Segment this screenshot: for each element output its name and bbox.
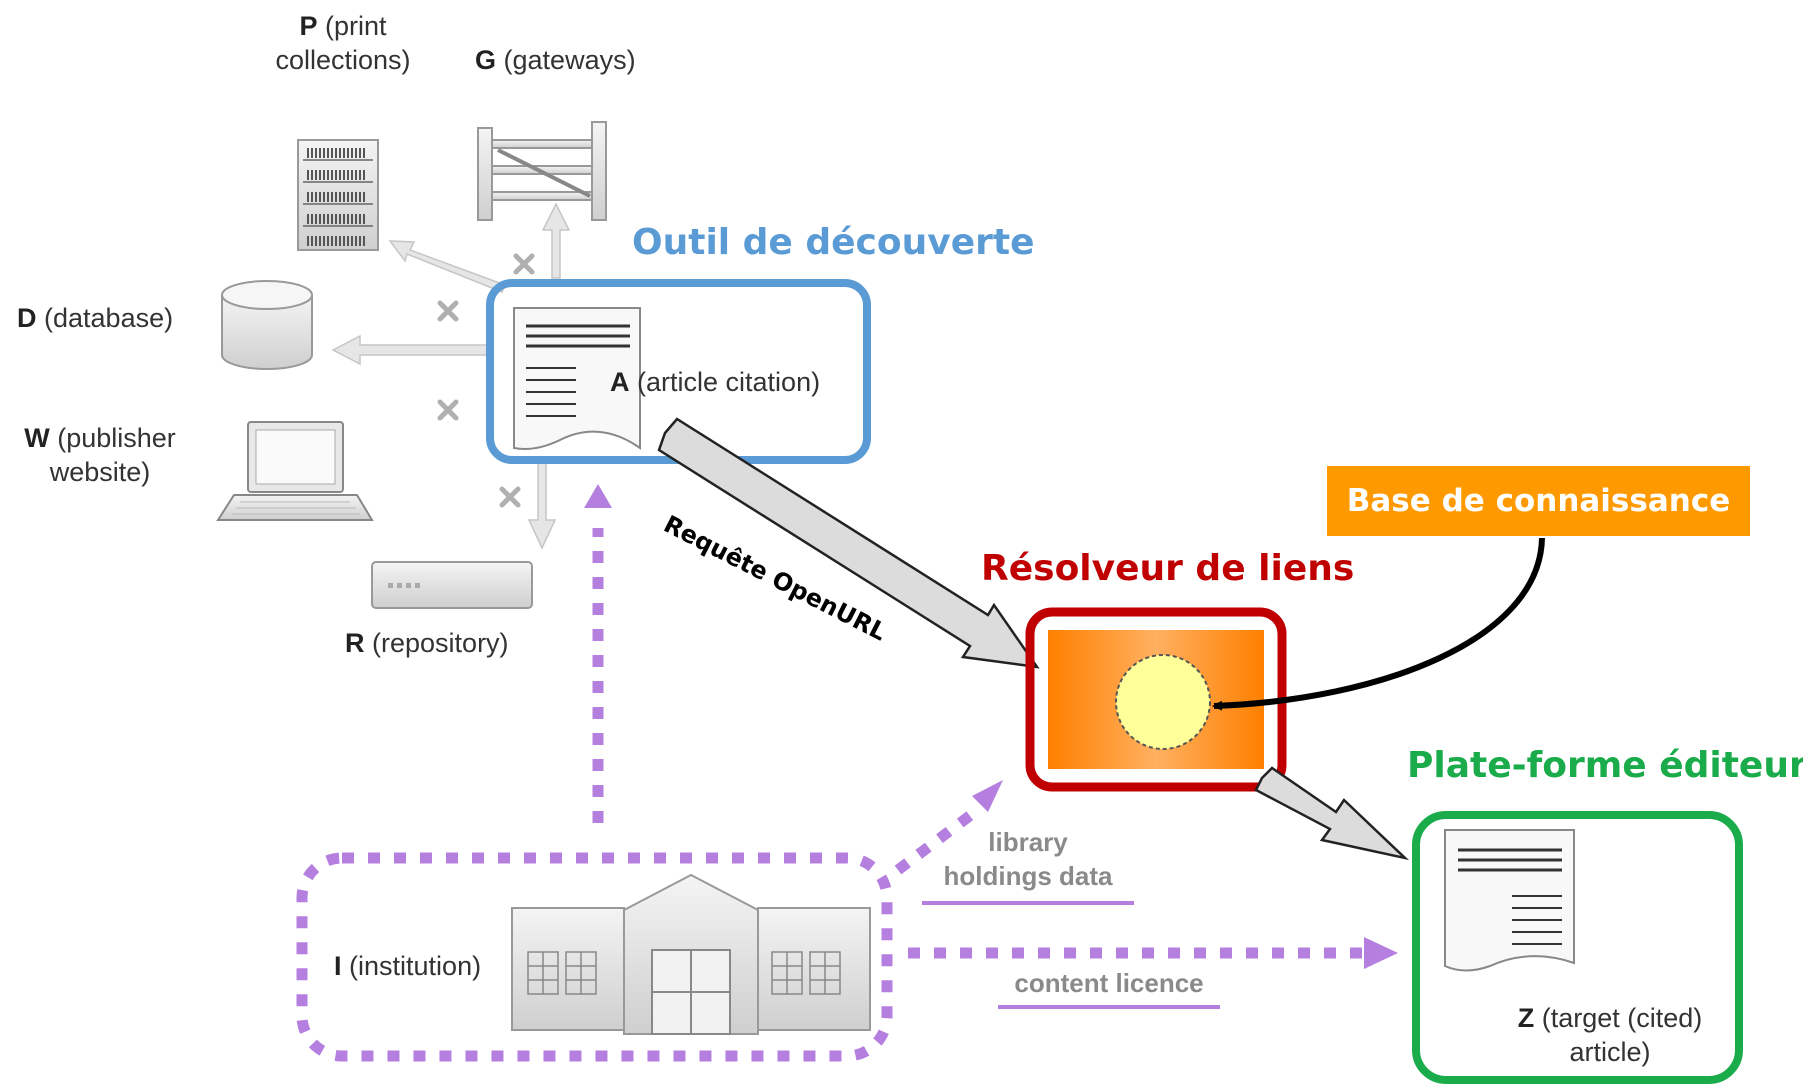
database-text: (database) xyxy=(44,303,174,333)
target-article-icon xyxy=(1444,829,1575,972)
database-label: D (database) xyxy=(17,302,173,336)
gateways-text: (gateways) xyxy=(503,45,636,75)
article-citation-label: A (article citation) xyxy=(610,366,820,400)
institution-text: (institution) xyxy=(349,951,482,981)
institution-label: I (institution) xyxy=(334,950,481,984)
gateways-label: G (gateways) xyxy=(475,44,636,78)
discovery-tool-title: Outil de découverte xyxy=(632,222,1035,263)
holdings-data-label: library holdings data xyxy=(922,826,1134,894)
target-article-letter: Z xyxy=(1517,1003,1535,1033)
publisher-website-letter: W xyxy=(24,423,50,453)
print-collections-label: P (print collections) xyxy=(263,10,423,78)
resolver-to-publisher-arrow xyxy=(1254,766,1410,861)
holdings-line1: library xyxy=(988,827,1068,857)
target-article-line1: (target (cited) xyxy=(1541,1003,1703,1033)
gateway-icon xyxy=(477,121,607,221)
print-collections-line1: (print xyxy=(325,11,387,41)
publisher-platform-box xyxy=(1412,811,1743,1084)
repository-label: R (repository) xyxy=(345,627,509,661)
article-citation-letter: A xyxy=(610,367,630,397)
citation-document-icon xyxy=(513,307,641,450)
print-collections-line2: collections) xyxy=(275,44,411,75)
institution-letter: I xyxy=(334,951,342,981)
licence-arrow xyxy=(908,937,1398,969)
repository-letter: R xyxy=(345,628,365,658)
publisher-website-label: W (publisher website) xyxy=(4,422,196,490)
institution-box xyxy=(296,852,893,1062)
database-icon xyxy=(221,280,313,370)
publisher-website-line2: website) xyxy=(49,456,151,487)
source-arrows xyxy=(331,202,571,550)
print-collections-letter: P xyxy=(299,11,318,41)
publisher-website-line1: (publisher xyxy=(57,423,176,453)
target-article-label: Z (target (cited) article) xyxy=(1490,1002,1730,1070)
repository-icon xyxy=(371,561,533,609)
blocked-marks xyxy=(437,253,535,508)
database-letter: D xyxy=(17,303,37,333)
gateways-letter: G xyxy=(475,45,497,75)
laptop-icon xyxy=(216,421,374,521)
resolver-title: Résolveur de liens xyxy=(981,548,1355,589)
repository-text: (repository) xyxy=(372,628,509,658)
article-citation-text: (article citation) xyxy=(637,367,821,397)
target-article-line2: article) xyxy=(1569,1036,1651,1067)
knowledge-base-link-arrow xyxy=(1212,537,1545,711)
knowledge-base-label: Base de connaissance xyxy=(1346,483,1731,519)
holdings-line2: holdings data xyxy=(943,860,1113,891)
publisher-platform-title: Plate-forme éditeur xyxy=(1407,745,1803,786)
print-collections-icon xyxy=(297,139,379,251)
knowledge-base-box: Base de connaissance xyxy=(1327,466,1750,536)
resolver-core xyxy=(1115,654,1211,750)
institution-building-icon xyxy=(511,873,871,1035)
holdings-arrow xyxy=(894,780,1003,875)
institution-to-discovery-arrow xyxy=(584,484,612,823)
openurl-request-arrow xyxy=(657,417,1040,669)
content-licence-label: content licence xyxy=(1014,968,1204,998)
